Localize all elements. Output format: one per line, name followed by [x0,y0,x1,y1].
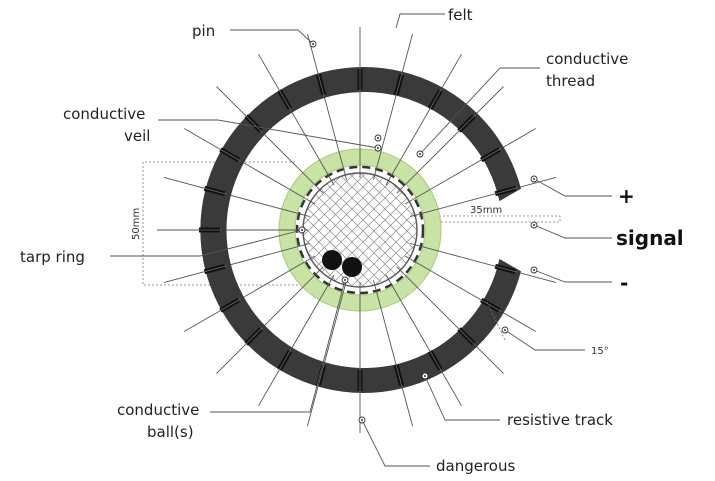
pin-line [216,86,324,194]
label-signal: signal [616,226,684,250]
marker-veil [374,144,382,152]
pin-line [385,274,462,407]
pin-line [396,86,504,194]
pins [157,27,557,433]
angle-indicator [486,301,506,341]
marker-dangerous [358,416,366,424]
track-pin-crossing [202,187,227,195]
label-felt: felt [448,6,473,24]
marker-minus [530,266,538,274]
pin-line [404,128,537,205]
conductive-balls [322,250,362,277]
pin-line [258,53,335,186]
marker-angle [501,326,509,334]
pin-line [307,33,347,180]
track-pin-crossing [244,327,263,346]
track-pin-crossing [317,72,325,97]
label-tarp-ring: tarp ring [20,248,85,266]
pin-line [163,243,310,283]
pin-line [385,53,462,186]
marker-balls [341,276,349,284]
leader-markers [298,40,538,424]
leader-lines [110,13,612,467]
track-pin-crossing [278,88,292,111]
pin-line [216,266,324,374]
track-pin-crossing [395,72,403,97]
label-conductive-balls-2: ball(s) [147,423,194,441]
label-plus: + [618,184,635,208]
conductive-ball [342,257,362,277]
track-pin-crossing [202,265,227,273]
track-pin-crossing [493,187,518,195]
track-segments [197,67,518,393]
pin-line [410,177,557,217]
track-pin-crossing [317,363,325,388]
marker-plus [530,175,538,183]
track-pin-crossing [457,327,476,346]
track-pin-crossing [428,349,442,372]
label-conductive-thread-1: conductive [546,50,628,68]
dimension-35mm: 35mm [415,205,561,223]
pin-line [258,274,335,407]
track-pin-crossing [479,148,502,162]
pin-line [396,266,504,374]
track-pin-crossing [479,298,502,312]
track-pin-crossing [457,114,476,133]
track-pin-crossing [278,349,292,372]
pin-line [307,280,347,427]
svg-text:50mm: 50mm [131,208,142,240]
pin-line [404,255,537,332]
track-pin-crossing [428,88,442,111]
label-conductive-balls-1: conductive [117,401,199,419]
track-pin-crossing [218,148,241,162]
marker-tarp [298,226,306,234]
svg-text:35mm: 35mm [470,205,502,216]
label-conductive-veil-1: conductive [63,105,145,123]
label-pin: pin [192,22,215,40]
label-dangerous: dangerous [436,457,515,475]
marker-signal [530,221,538,229]
pin-line [183,255,316,332]
label-minus: - [620,271,628,295]
pin-line [373,280,413,427]
label-conductive-thread-2: thread [546,72,595,90]
pin-line [410,243,557,283]
track-pin-crossing [493,265,518,273]
marker-pin [309,40,317,48]
label-angle: 15° [591,346,609,357]
conductive-ball [322,250,342,270]
label-conductive-veil-2: veil [124,127,150,145]
marker-track [421,372,429,380]
track-pin-crossing [244,114,263,133]
marker-felt [374,134,382,142]
label-resistive-track: resistive track [507,411,613,429]
track-pin-crossing [218,298,241,312]
track-pin-crossing [395,363,403,388]
pin-line [183,128,316,205]
pin-line [163,177,310,217]
marker-thread [416,150,424,158]
pin-line [373,33,413,180]
